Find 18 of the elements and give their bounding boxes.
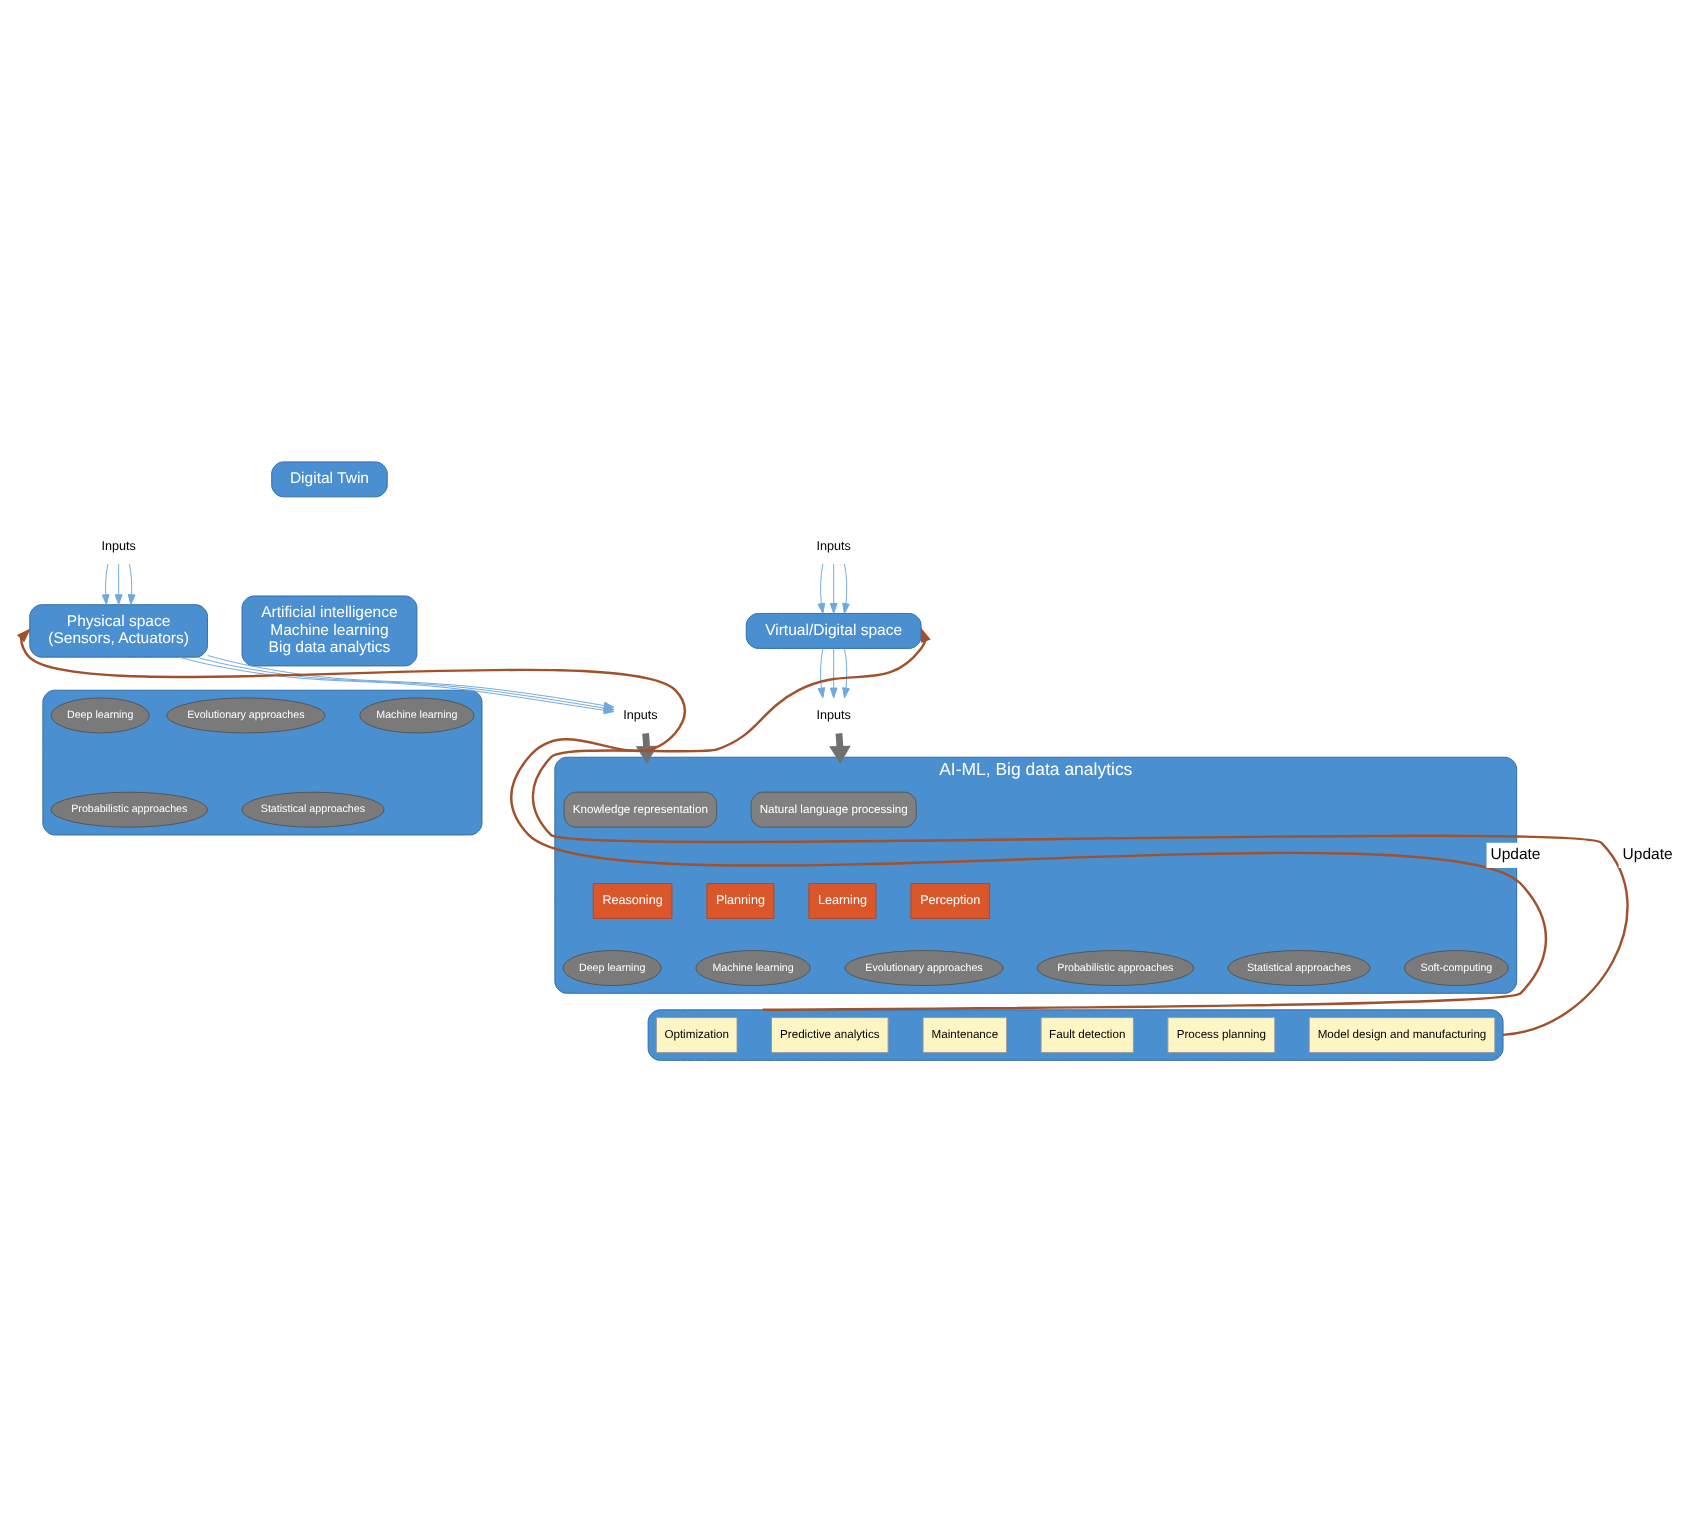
node-box: Virtual/Digital space — [745, 611, 922, 648]
node-box: Physical space (Sensors, Actuators) — [29, 603, 209, 657]
arrow — [531, 626, 1629, 1036]
arrow — [829, 647, 838, 698]
arrow — [817, 647, 826, 698]
node-box: Artificial intelligence Machine learning Big data analytics — [241, 594, 418, 666]
cluster — [42, 688, 483, 835]
edge-label: Update — [1490, 844, 1541, 863]
arrow — [842, 562, 850, 613]
node-box: Digital Twin — [271, 460, 388, 497]
arrow — [101, 562, 110, 604]
cluster — [647, 1008, 1504, 1060]
arrow — [842, 647, 850, 698]
arrow — [829, 562, 838, 613]
edge-label: Update — [1622, 844, 1673, 863]
arrow — [114, 562, 123, 604]
arrow — [127, 562, 136, 604]
arrow — [817, 562, 826, 613]
